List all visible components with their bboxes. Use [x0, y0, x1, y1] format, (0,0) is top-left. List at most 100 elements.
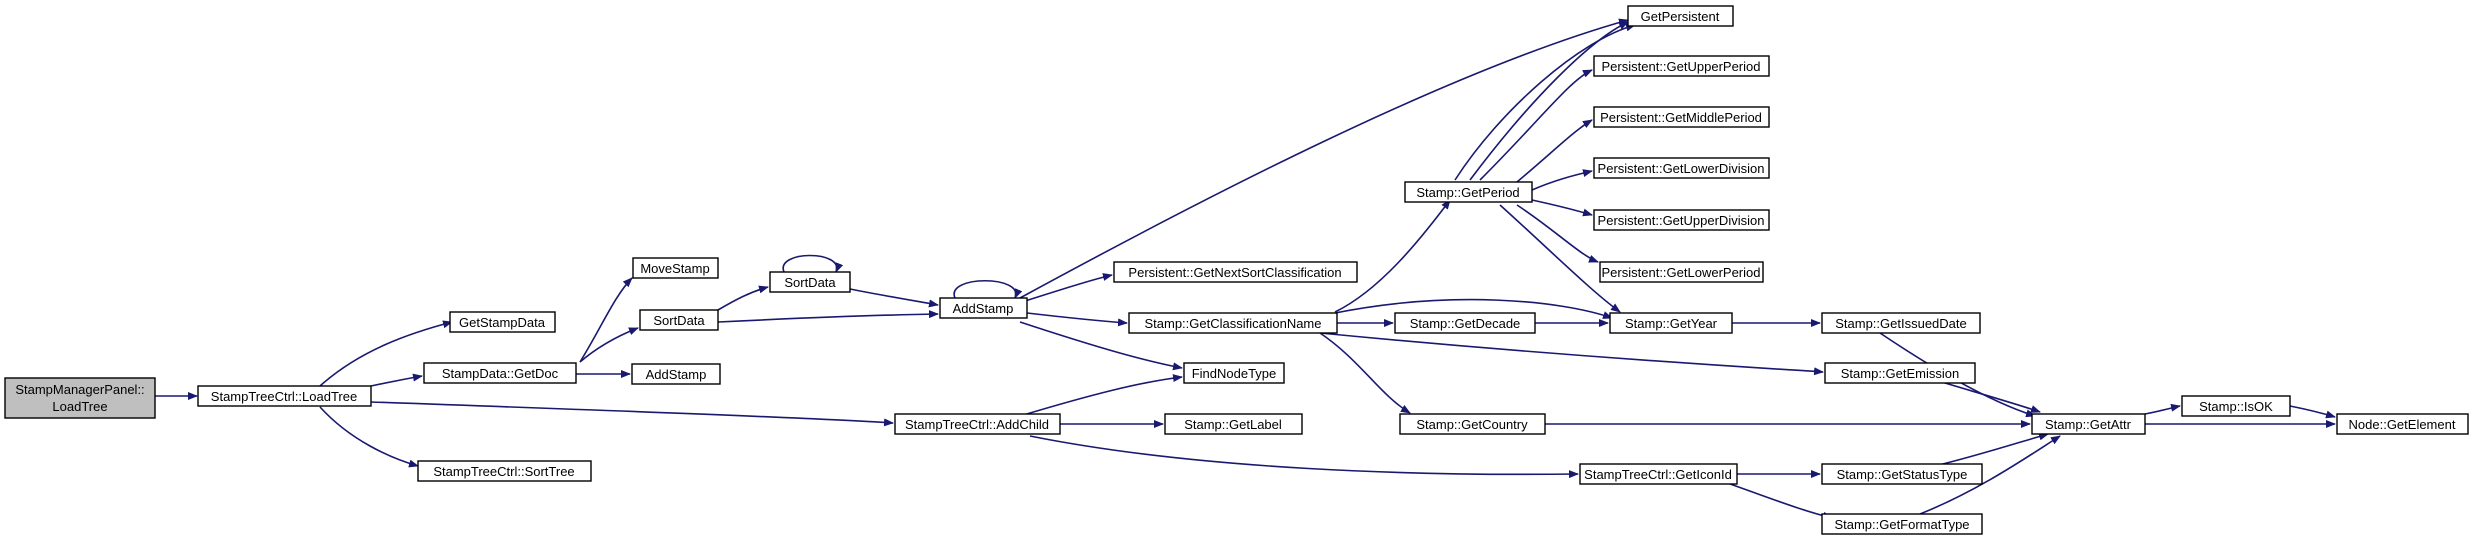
edge-getclassname-getperiod — [1334, 199, 1451, 313]
edge-getclassname-getcountry — [1319, 332, 1411, 414]
node-label: Stamp::GetClassificationName — [1144, 316, 1321, 331]
edge-getdoc-sortdata1 — [579, 327, 639, 363]
node-label: Persistent::GetUpperDivision — [1598, 213, 1765, 228]
node-label: GetPersistent — [1641, 9, 1720, 24]
node-geticonid[interactable]: StampTreeCtrl::GetIconId — [1579, 463, 1738, 485]
node-label: Persistent::GetUpperPeriod — [1602, 59, 1761, 74]
edge-getperiod-getmiddleperiod — [1516, 119, 1593, 183]
edge-getformattype-getattr — [1919, 435, 2061, 515]
node-getclassname[interactable]: Stamp::GetClassificationName — [1128, 312, 1338, 334]
node-root-line2: LoadTree — [52, 399, 107, 414]
node-findnodetype[interactable]: FindNodeType — [1183, 362, 1285, 384]
edge-loadtree-sorttree — [319, 406, 419, 468]
node-loadtree[interactable]: StampTreeCtrl::LoadTree — [197, 385, 372, 407]
edge-addstamp2-getnextsort — [1021, 273, 1113, 303]
edge-getperiod-getupperperiod — [1479, 69, 1593, 181]
node-getlabel[interactable]: Stamp::GetLabel — [1164, 413, 1303, 435]
node-sortdata2[interactable]: SortData — [769, 271, 851, 293]
edge-loadtree-getdoc — [370, 373, 423, 387]
edge-isok-getelement — [2289, 405, 2336, 419]
node-label: MoveStamp — [640, 261, 709, 276]
node-getupperdivision[interactable]: Persistent::GetUpperDivision — [1593, 209, 1770, 231]
node-label: Stamp::GetYear — [1625, 316, 1718, 331]
edge-sortdata1-sortdata2 — [717, 285, 769, 311]
edge-getperiod-getlowerdivision — [1531, 169, 1593, 191]
edge-getclassname-getemission — [1319, 332, 1824, 376]
edge-sortdata1-addstamp2 — [717, 310, 939, 323]
node-root[interactable]: StampManagerPanel:: LoadTree — [4, 377, 156, 419]
node-label: Stamp::GetStatusType — [1837, 467, 1968, 482]
edge-getclassname-getyear — [1334, 298, 1613, 319]
edge-addstamp2-self — [953, 279, 1023, 299]
node-getyear[interactable]: Stamp::GetYear — [1609, 312, 1733, 334]
node-label: StampTreeCtrl::SortTree — [433, 464, 574, 479]
node-getformattype[interactable]: Stamp::GetFormatType — [1821, 513, 1983, 535]
node-getlowerdivision[interactable]: Persistent::GetLowerDivision — [1593, 157, 1770, 179]
edge-getperiod-getpersistent — [1469, 21, 1629, 181]
node-sortdata1[interactable]: SortData — [639, 309, 719, 331]
node-label: Stamp::GetDecade — [1410, 316, 1521, 331]
node-getissueddate[interactable]: Stamp::GetIssuedDate — [1821, 312, 1981, 334]
node-getperiod[interactable]: Stamp::GetPeriod — [1404, 181, 1533, 203]
node-isok[interactable]: Stamp::IsOK — [2181, 395, 2291, 417]
node-label: Persistent::GetLowerPeriod — [1602, 265, 1761, 280]
node-label: SortData — [653, 313, 705, 328]
node-label: StampTreeCtrl::AddChild — [905, 417, 1049, 432]
edge-getperiod-getlowerperiod — [1516, 204, 1599, 263]
node-label: Stamp::GetPeriod — [1416, 185, 1519, 200]
node-label: Persistent::GetMiddlePeriod — [1600, 110, 1762, 125]
edge-loadtree-getstampdata — [319, 320, 453, 387]
node-getelement[interactable]: Node::GetElement — [2336, 413, 2469, 435]
edge-getissueddate-getattr — [1879, 332, 2036, 418]
node-getdoc[interactable]: StampData::GetDoc — [423, 362, 577, 384]
edge-sortdata2-addstamp2 — [849, 288, 939, 308]
node-getdecade[interactable]: Stamp::GetDecade — [1394, 312, 1536, 334]
node-root-line1: StampManagerPanel:: — [15, 382, 144, 397]
edge-sortdata2-self — [782, 254, 844, 273]
node-label: Stamp::GetEmission — [1841, 366, 1960, 381]
edge-addstamp2-findnodetype — [1019, 321, 1183, 371]
node-movestamp[interactable]: MoveStamp — [632, 257, 719, 279]
edge-getperiod-getupperdivision — [1531, 199, 1593, 217]
node-label: FindNodeType — [1192, 366, 1277, 381]
edge-getemission-getattr — [1934, 379, 2041, 413]
edge-getperiod-getyear — [1499, 204, 1621, 313]
node-label: Stamp::GetIssuedDate — [1835, 316, 1967, 331]
node-getupperperiod[interactable]: Persistent::GetUpperPeriod — [1593, 55, 1770, 77]
node-label: SortData — [784, 275, 836, 290]
node-label: Stamp::GetFormatType — [1834, 517, 1969, 532]
node-getstampdata[interactable]: GetStampData — [449, 311, 556, 333]
node-addstamp2[interactable]: AddStamp — [939, 297, 1028, 319]
node-label: StampTreeCtrl::GetIconId — [1584, 467, 1732, 482]
node-label: Stamp::GetAttr — [2045, 417, 2132, 432]
node-label: Stamp::IsOK — [2199, 399, 2273, 414]
edge-geticonid-getformattype — [1729, 483, 1833, 520]
node-getmiddleperiod[interactable]: Persistent::GetMiddlePeriod — [1593, 106, 1770, 128]
node-label: Stamp::GetCountry — [1416, 417, 1528, 432]
edge-addchild-findnodetype — [1019, 374, 1183, 417]
node-label: GetStampData — [459, 315, 546, 330]
node-getcountry[interactable]: Stamp::GetCountry — [1399, 413, 1546, 435]
node-addstamp1[interactable]: AddStamp — [631, 363, 721, 385]
node-getnextsort[interactable]: Persistent::GetNextSortClassification — [1113, 261, 1358, 283]
node-addchild[interactable]: StampTreeCtrl::AddChild — [894, 413, 1061, 435]
node-getlowerperiod[interactable]: Persistent::GetLowerPeriod — [1599, 261, 1764, 283]
edge-getdoc-movestamp — [579, 277, 633, 363]
edge-getattr-isok — [2144, 403, 2181, 415]
node-getpersistent[interactable]: GetPersistent — [1627, 5, 1734, 27]
node-label: Node::GetElement — [2349, 417, 2456, 432]
node-label: Persistent::GetNextSortClassification — [1128, 265, 1341, 280]
edge-addstamp2-getclassname — [1026, 312, 1128, 327]
node-label: StampData::GetDoc — [442, 366, 559, 381]
node-label: AddStamp — [953, 301, 1014, 316]
edge-getperiod-getpersistent-2 — [1454, 23, 1636, 181]
node-getemission[interactable]: Stamp::GetEmission — [1824, 362, 1976, 384]
edge-loadtree-addchild — [370, 401, 894, 427]
node-label: Stamp::GetLabel — [1184, 417, 1282, 432]
edge-addstamp2-getpersistent — [1019, 18, 1629, 299]
edge-addchild-geticonid — [1029, 435, 1579, 479]
node-label: Persistent::GetLowerDivision — [1598, 161, 1765, 176]
node-sorttree[interactable]: StampTreeCtrl::SortTree — [417, 460, 592, 482]
node-getstatustype[interactable]: Stamp::GetStatusType — [1821, 463, 1983, 485]
node-getattr[interactable]: Stamp::GetAttr — [2031, 413, 2146, 435]
